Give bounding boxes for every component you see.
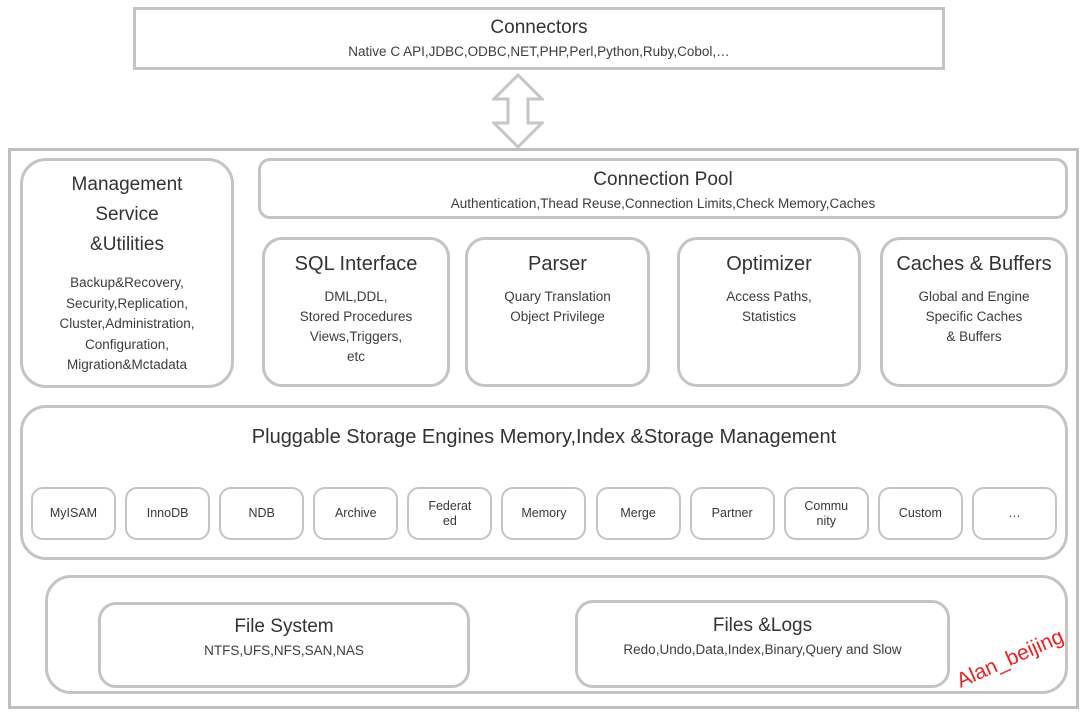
engine-box-merge: Merge (595, 487, 681, 540)
file-system-title: File System (234, 616, 334, 637)
engine-box-myisam: MyISAM (31, 487, 116, 540)
sql-interface-body-line: Stored Procedures (299, 309, 413, 324)
management-title-line: Management (71, 174, 183, 195)
engine-box-innodb: InnoDB (125, 487, 211, 540)
file-system-subtitle: NTFS,UFS,NFS,SAN,NAS (204, 643, 364, 658)
caches-buffers-box: Caches & Buffers Global and Engine Speci… (880, 237, 1068, 387)
sql-interface-box: SQL Interface DML,DDL, Stored Procedures… (262, 237, 450, 387)
engine-box-memory: Memory (501, 487, 587, 540)
parser-body-line: Object Privilege (510, 309, 605, 324)
optimizer-body-line: Statistics (741, 309, 796, 324)
engine-box-ellipsis: … (971, 487, 1057, 540)
connectors-subtitle: Native C API,JDBC,ODBC,NET,PHP,Perl,Pyth… (348, 44, 730, 59)
sql-interface-body-line: etc (346, 349, 365, 364)
parser-body-line: Quary Translation (504, 289, 611, 304)
caches-buffers-title: Caches & Buffers (896, 253, 1052, 275)
caches-buffers-body-line: & Buffers (946, 329, 1002, 344)
parser-title: Parser (528, 253, 587, 275)
engine-box-archive: Archive (313, 487, 399, 540)
management-title-line: &Utilities (90, 234, 164, 255)
caches-buffers-body-line: Global and Engine (918, 289, 1030, 304)
connectors-box: Connectors Native C API,JDBC,ODBC,NET,PH… (133, 7, 945, 70)
sql-interface-title: SQL Interface (294, 253, 418, 275)
management-body-line: Cluster,Administration, (59, 316, 195, 331)
engine-box-community: Commu nity (783, 487, 869, 540)
optimizer-box: Optimizer Access Paths, Statistics (677, 237, 861, 387)
management-service-box: Management Service &Utilities Backup&Rec… (20, 158, 234, 388)
engine-row: MyISAM InnoDB NDB Archive Federat ed Mem… (28, 487, 1060, 540)
connectors-title: Connectors (490, 17, 588, 38)
connection-pool-subtitle: Authentication,Thead Reuse,Connection Li… (450, 196, 876, 211)
engine-box-ndb: NDB (219, 487, 305, 540)
sql-interface-body-line: Views,Triggers, (309, 329, 403, 344)
engine-box-custom: Custom (877, 487, 963, 540)
caches-buffers-body-line: Specific Caches (925, 309, 1023, 324)
storage-engines-box: Pluggable Storage Engines Memory,Index &… (20, 405, 1068, 560)
engine-box-federated: Federat ed (407, 487, 493, 540)
sql-interface-body-line: DML,DDL, (324, 289, 388, 304)
files-logs-subtitle: Redo,Undo,Data,Index,Binary,Query and Sl… (623, 642, 902, 657)
engine-box-partner: Partner (689, 487, 775, 540)
management-title-line: Service (95, 204, 159, 225)
storage-engines-title: Pluggable Storage Engines Memory,Index &… (251, 426, 837, 448)
files-logs-title: Files &Logs (712, 615, 813, 636)
management-body-line: Backup&Recovery, (70, 275, 184, 290)
optimizer-body-line: Access Paths, (726, 289, 812, 304)
optimizer-title: Optimizer (726, 253, 812, 275)
management-body-line: Migration&Mctadata (66, 357, 188, 372)
management-body-line: Security,Replication, (65, 295, 189, 311)
files-logs-box: Files &Logs Redo,Undo,Data,Index,Binary,… (575, 600, 950, 688)
parser-box: Parser Quary Translation Object Privileg… (465, 237, 650, 387)
management-body-line: Configuration, (84, 336, 170, 352)
connection-pool-title: Connection Pool (593, 169, 733, 190)
file-system-box: File System NTFS,UFS,NFS,SAN,NAS (98, 602, 470, 688)
connection-pool-box: Connection Pool Authentication,Thead Reu… (258, 158, 1068, 219)
bidirectional-arrow-icon (492, 73, 544, 149)
